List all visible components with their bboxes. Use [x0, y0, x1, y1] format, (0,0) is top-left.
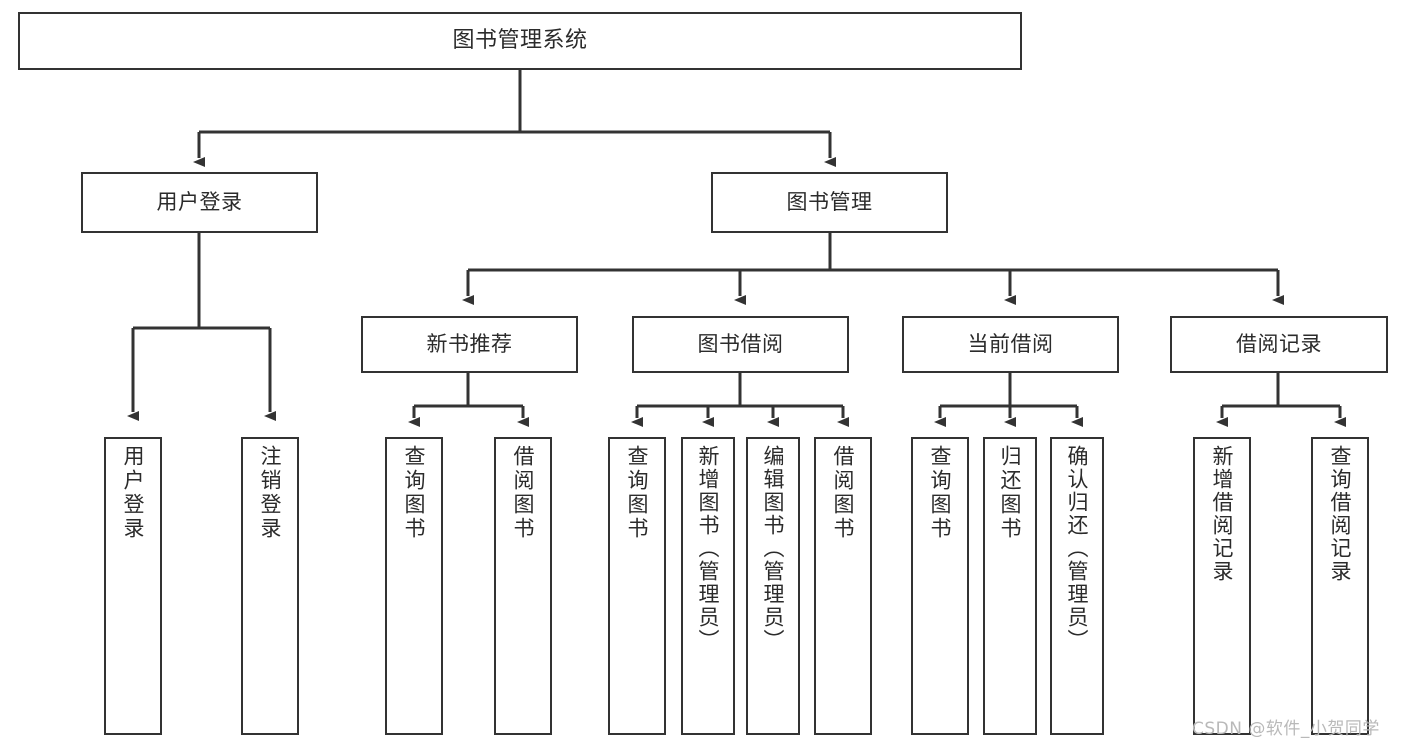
leaf-book-borrow-query[interactable]: 查询图书	[608, 437, 666, 735]
leaf-book-borrow-edit[interactable]: 编辑图书（管理员）	[746, 437, 800, 735]
node-label: 图书借阅	[697, 332, 784, 357]
leaf-user-login-login[interactable]: 用户登录	[104, 437, 162, 735]
node-book-management[interactable]: 图书管理	[711, 172, 948, 233]
node-label: 确认归还（管理员）	[1065, 445, 1090, 652]
leaf-book-borrow-add[interactable]: 新增图书（管理员）	[681, 437, 735, 735]
node-label: 借阅图书	[831, 445, 856, 541]
node-label: 归还图书	[998, 445, 1023, 541]
leaf-new-book-borrow[interactable]: 借阅图书	[494, 437, 552, 735]
node-book-borrow[interactable]: 图书借阅	[632, 316, 849, 373]
node-label: 新增图书（管理员）	[696, 445, 721, 652]
leaf-current-borrow-query[interactable]: 查询图书	[911, 437, 969, 735]
node-label: 用户登录	[156, 190, 243, 215]
csdn-watermark: CSDN @软件_小贺同学	[1192, 719, 1380, 739]
node-label: 图书管理	[786, 190, 873, 215]
leaf-current-borrow-return[interactable]: 归还图书	[983, 437, 1037, 735]
node-label: 借阅记录	[1236, 332, 1322, 357]
node-label: 查询图书	[625, 445, 650, 541]
node-label: 注销登录	[258, 445, 283, 541]
node-borrow-record[interactable]: 借阅记录	[1170, 316, 1388, 373]
node-label: 查询图书	[402, 445, 427, 541]
node-label: 查询借阅记录	[1328, 445, 1353, 583]
leaf-borrow-record-query[interactable]: 查询借阅记录	[1311, 437, 1369, 735]
node-user-login[interactable]: 用户登录	[81, 172, 318, 233]
node-label: 查询图书	[928, 445, 953, 541]
node-label: 当前借阅	[967, 332, 1054, 357]
node-label: 新书推荐	[426, 332, 513, 357]
leaf-current-borrow-confirm-return[interactable]: 确认归还（管理员）	[1050, 437, 1104, 735]
node-current-borrow[interactable]: 当前借阅	[902, 316, 1119, 373]
leaf-user-login-logout[interactable]: 注销登录	[241, 437, 299, 735]
leaf-book-borrow-borrow[interactable]: 借阅图书	[814, 437, 872, 735]
leaf-borrow-record-add[interactable]: 新增借阅记录	[1193, 437, 1251, 735]
node-label: 新增借阅记录	[1210, 445, 1235, 583]
leaf-new-book-query[interactable]: 查询图书	[385, 437, 443, 735]
node-label: 编辑图书（管理员）	[761, 445, 786, 652]
node-new-book-recommend[interactable]: 新书推荐	[361, 316, 578, 373]
node-label: 借阅图书	[511, 445, 536, 541]
node-label: 图书管理系统	[452, 28, 588, 54]
node-root-system[interactable]: 图书管理系统	[18, 12, 1022, 70]
node-label: 用户登录	[121, 445, 146, 541]
